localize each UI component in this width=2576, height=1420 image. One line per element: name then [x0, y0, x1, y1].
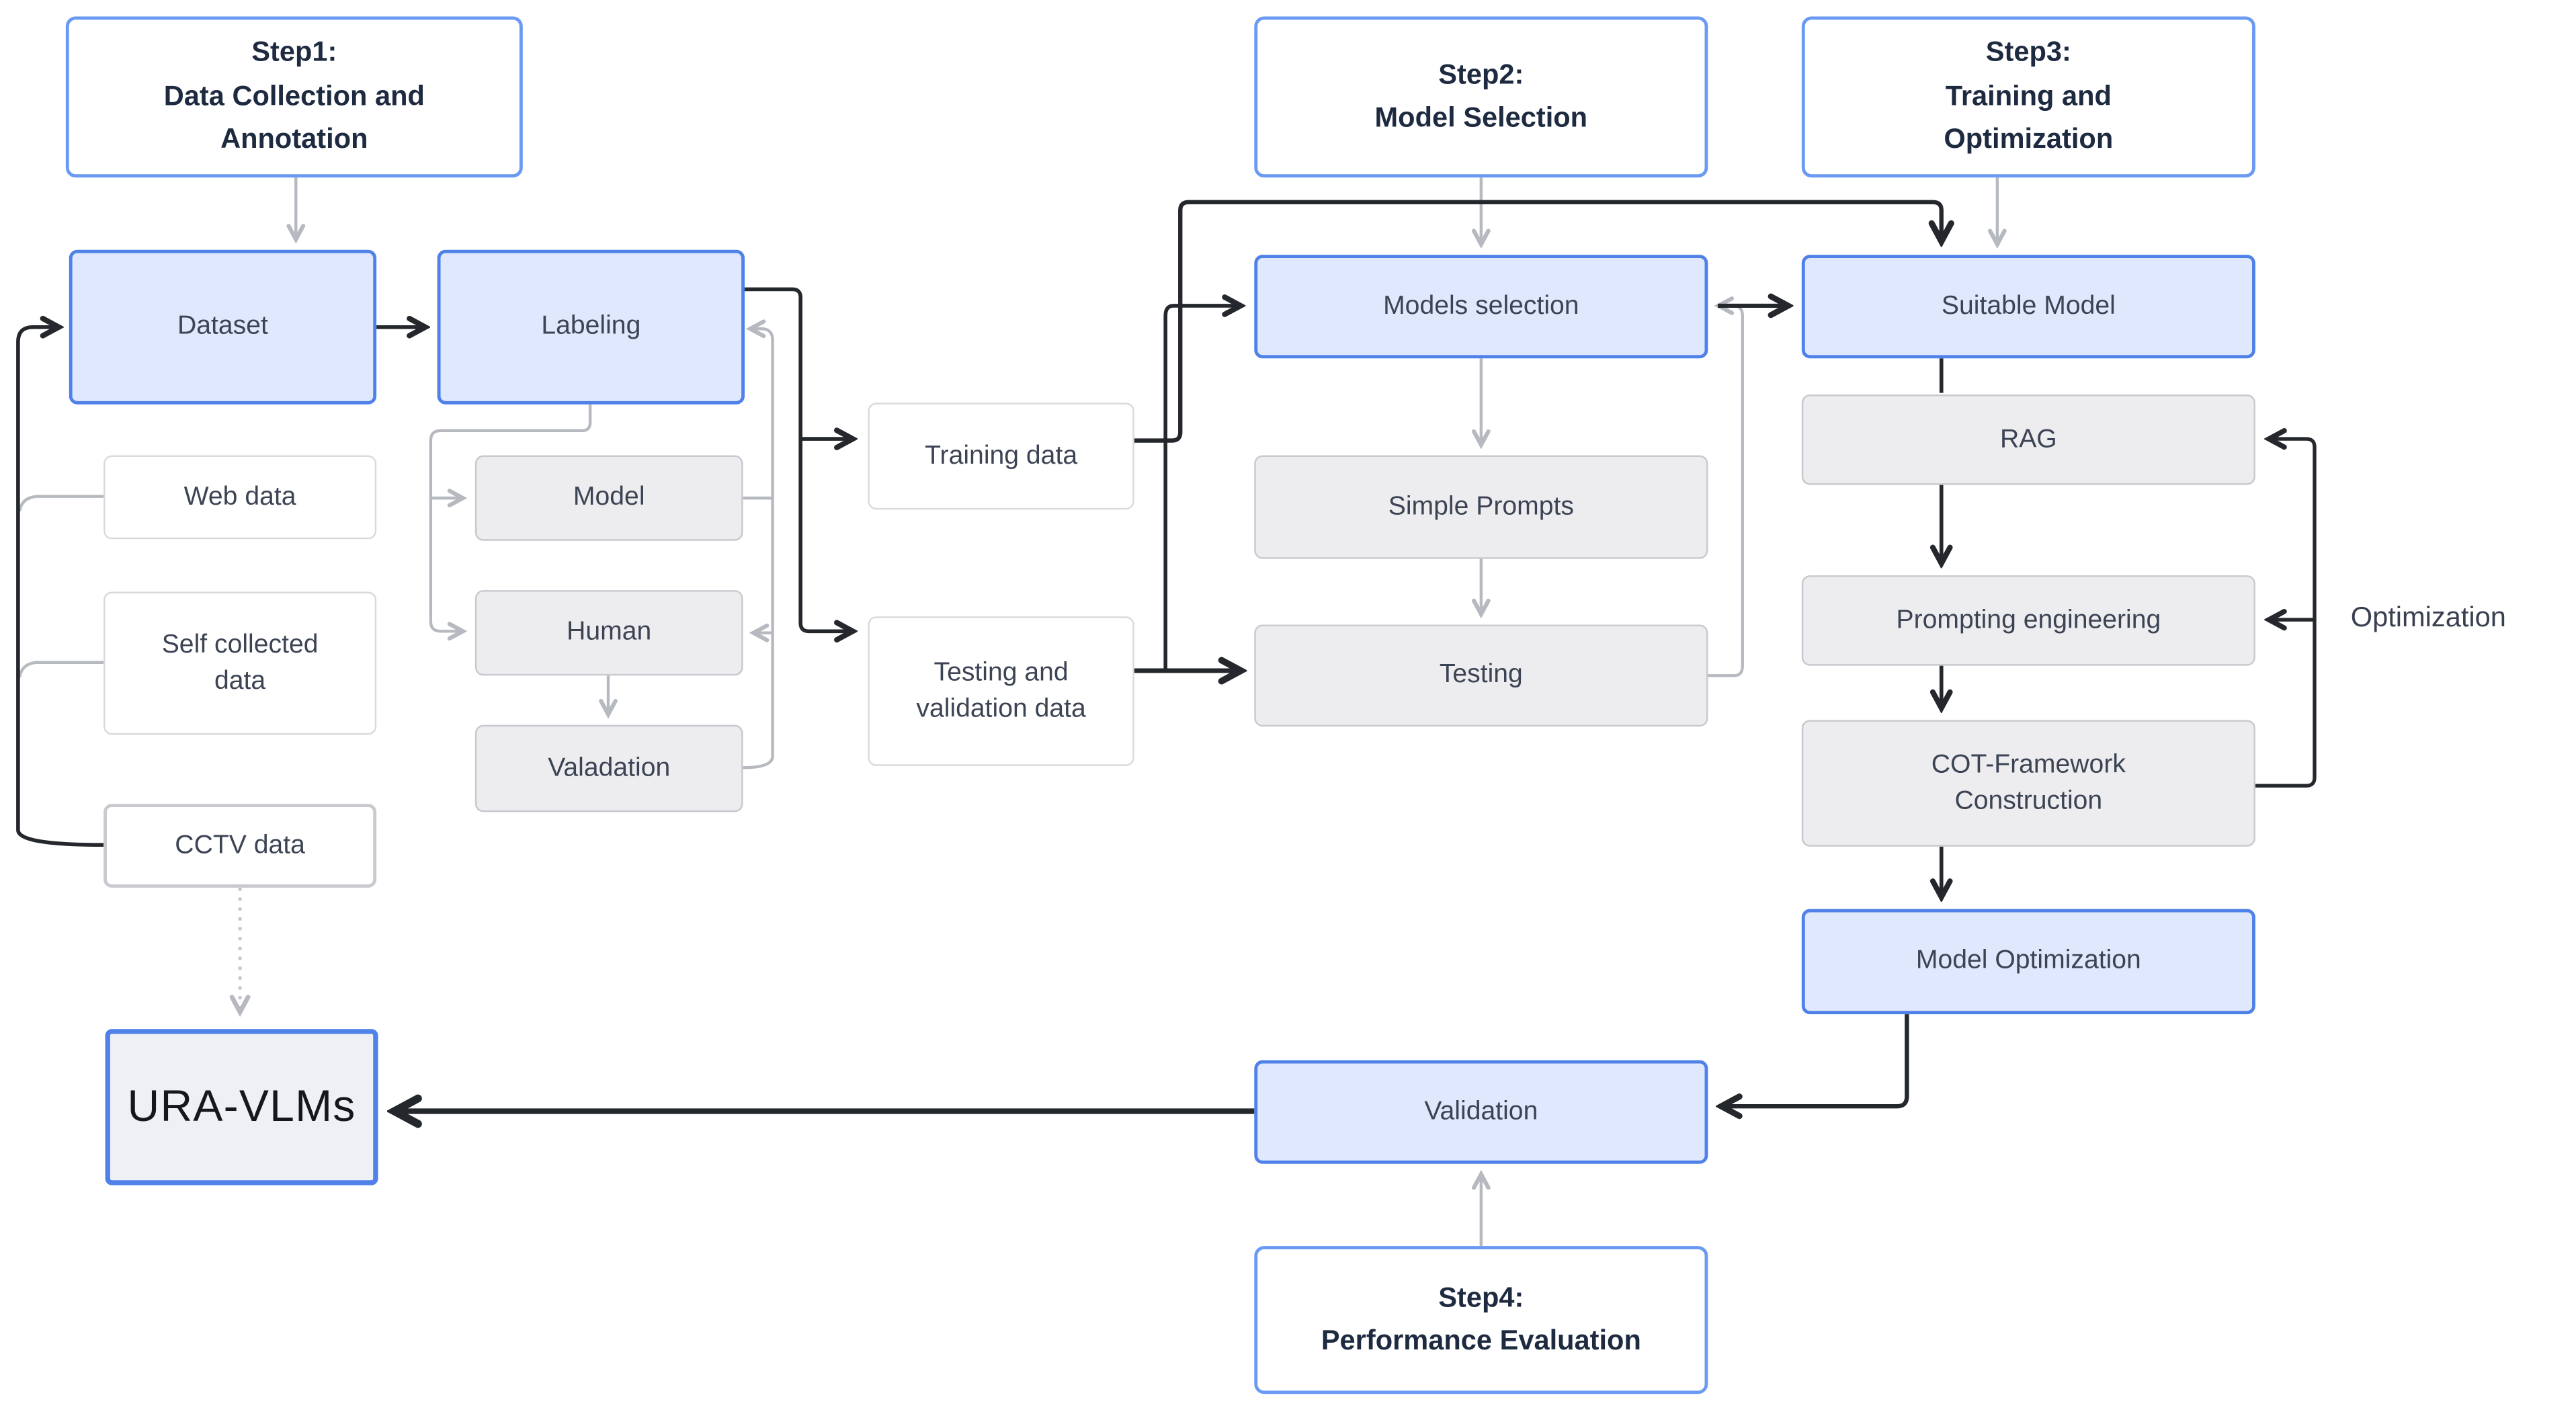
node-labeling: Labeling [437, 249, 745, 405]
cot-framework-construction-label: COT-Framework Construction [1931, 751, 2126, 815]
node-ura-vlms: URA-VLMs [105, 1029, 378, 1185]
node-testing-validation-data: Testing and validation data [868, 616, 1134, 766]
edge-training-data-to-suitable-model [1134, 200, 1942, 443]
node-dataset: Dataset [69, 249, 377, 405]
cctv-data-label: CCTV data [175, 831, 305, 860]
step2-label: Step2: Model Selection [1374, 58, 1588, 134]
node-prompting-engineering: Prompting engineering [1801, 575, 2255, 666]
prompting-engineering-label: Prompting engineering [1896, 606, 2161, 635]
node-model-optimization: Model Optimization [1801, 909, 2255, 1015]
node-simple-prompts: Simple Prompts [1254, 455, 1708, 559]
node-models-selection: Models selection [1254, 255, 1708, 359]
rag-label: RAG [1999, 425, 2057, 454]
simple-prompts-label: Simple Prompts [1388, 493, 1574, 521]
node-cot-framework-construction: COT-Framework Construction [1801, 720, 2255, 847]
edge-labeling-to-human [429, 404, 592, 632]
edge-testing-validation-to-models-selection [1163, 306, 1239, 671]
self-collected-data-label: Self collected data [161, 632, 319, 695]
node-training-data: Training data [868, 403, 1134, 510]
node-self-collected-data: Self collected data [103, 591, 377, 735]
node-step3: Step3: Training and Optimization [1801, 16, 2255, 178]
node-valadation: Valadation [474, 724, 743, 812]
node-suitable-model: Suitable Model [1801, 255, 2255, 359]
node-web-data: Web data [103, 455, 377, 540]
step1-label: Step1: Data Collection and Annotation [163, 36, 425, 155]
edge-model-optimization-to-validation [1722, 1014, 1909, 1106]
valadation-label: Valadation [548, 754, 671, 783]
node-human: Human [474, 590, 743, 676]
edge-self-collected-to-trunk [18, 661, 104, 678]
validation-label: Validation [1424, 1097, 1538, 1126]
node-validation: Validation [1254, 1060, 1708, 1164]
testing-label: Testing [1439, 661, 1523, 690]
edge-testing-feedback-to-models-selection [1708, 306, 1744, 677]
edge-labeling-to-testing-validation-data [745, 287, 851, 631]
node-step4: Step4: Performance Evaluation [1254, 1246, 1708, 1394]
training-data-label: Training data [925, 442, 1078, 470]
node-rag: RAG [1801, 394, 2255, 485]
step4-label: Step4: Performance Evaluation [1321, 1282, 1641, 1356]
dataset-label: Dataset [177, 312, 268, 341]
model-label: Model [573, 484, 645, 512]
node-step2: Step2: Model Selection [1254, 16, 1708, 178]
optimization-annotation: Optimization [2350, 601, 2506, 633]
labeling-label: Labeling [541, 312, 641, 341]
web-data-label: Web data [183, 483, 296, 511]
testing-validation-data-label: Testing and validation data [916, 659, 1086, 723]
node-cctv-data: CCTV data [103, 804, 377, 888]
edge-web-data-to-trunk [18, 495, 104, 512]
node-model: Model [474, 455, 743, 541]
edge-optimization-loop-to-rag [2255, 439, 2317, 788]
model-optimization-label: Model Optimization [1915, 947, 2141, 976]
ura-vlms-label: URA-VLMs [127, 1081, 356, 1131]
models-selection-label: Models selection [1383, 292, 1579, 321]
node-step1: Step1: Data Collection and Annotation [65, 16, 523, 178]
edge-sources-to-dataset [16, 327, 104, 847]
step3-label: Step3: Training and Optimization [1944, 36, 2114, 155]
edge-valadation-feedback-to-labeling [743, 329, 774, 769]
human-label: Human [567, 618, 652, 647]
node-testing: Testing [1254, 624, 1708, 727]
suitable-model-label: Suitable Model [1941, 292, 2116, 321]
